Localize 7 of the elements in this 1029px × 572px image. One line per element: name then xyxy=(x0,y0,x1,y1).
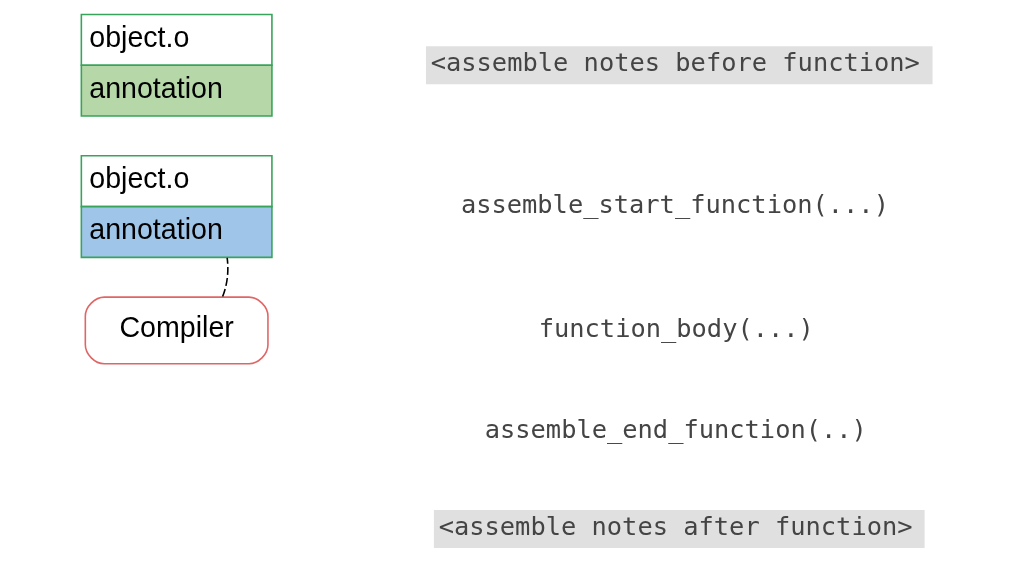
node-box: Compiler xyxy=(84,296,269,365)
label: <assemble notes before function> xyxy=(430,47,920,78)
connector xyxy=(221,257,229,298)
label: <assemble notes after function> xyxy=(438,511,913,542)
label: function_body(...) xyxy=(538,312,814,343)
label: assemble_end_function(..) xyxy=(484,414,867,445)
label: assemble_start_function(...) xyxy=(460,188,889,219)
